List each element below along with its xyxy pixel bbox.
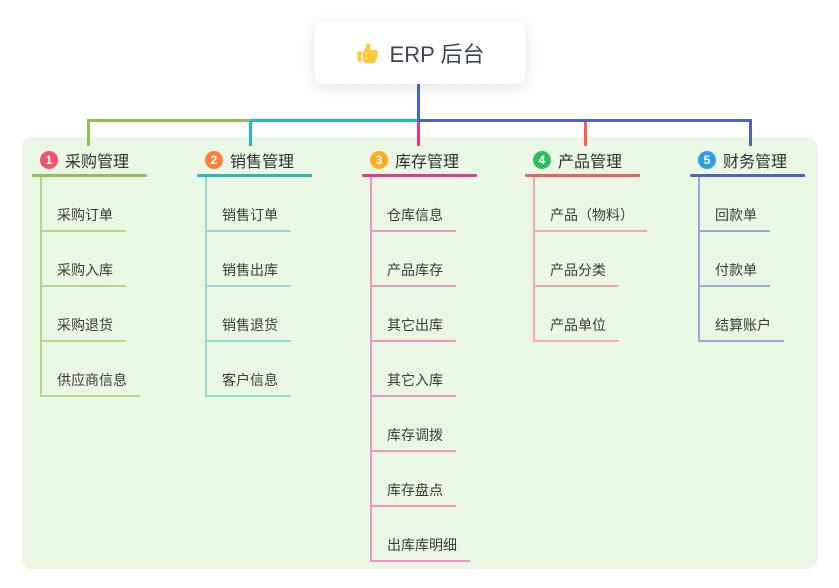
child-node[interactable]: 库存调拨 <box>372 425 456 452</box>
branch-underline <box>197 174 312 177</box>
connector-root-stem <box>417 84 420 121</box>
branch-underline <box>690 174 805 177</box>
thumbs-up-icon <box>356 41 380 65</box>
child-node[interactable]: 其它入库 <box>372 370 456 397</box>
branch-label: 销售管理 <box>230 154 295 171</box>
branch-finance: 5 财务管理 回款单 付款单 结算账户 <box>690 146 805 342</box>
connector-drop-branch-1 <box>87 119 90 146</box>
branch-number-badge: 1 <box>40 151 58 169</box>
branch-number-badge: 2 <box>205 151 223 169</box>
branch-label: 产品管理 <box>558 154 623 171</box>
branch-children: 采购订单 采购入库 采购退货 供应商信息 <box>40 177 147 397</box>
child-node[interactable]: 其它出库 <box>372 315 456 342</box>
child-node[interactable]: 仓库信息 <box>372 205 456 232</box>
connector-horizontal-blue <box>417 119 752 122</box>
branch-product: 4 产品管理 产品（物料） 产品分类 产品单位 <box>525 146 647 342</box>
branch-node-finance[interactable]: 5 财务管理 <box>690 146 805 174</box>
child-node[interactable]: 回款单 <box>700 205 770 232</box>
child-node[interactable]: 产品分类 <box>535 260 619 287</box>
branch-label: 采购管理 <box>65 154 130 171</box>
child-node[interactable]: 采购入库 <box>42 260 126 287</box>
connector-drop-branch-2 <box>249 122 252 146</box>
connector-drop-branch-4 <box>584 122 587 146</box>
child-node[interactable]: 结算账户 <box>700 315 784 342</box>
branch-number-badge: 3 <box>370 151 388 169</box>
branch-number-badge: 5 <box>698 151 716 169</box>
connector-drop-branch-3 <box>417 122 420 146</box>
root-node[interactable]: ERP 后台 <box>315 22 525 84</box>
child-node[interactable]: 销售订单 <box>207 205 291 232</box>
child-node[interactable]: 付款单 <box>700 260 770 287</box>
branch-children: 产品（物料） 产品分类 产品单位 <box>533 177 647 342</box>
branch-children: 销售订单 销售出库 销售退货 客户信息 <box>205 177 312 397</box>
branch-underline <box>32 174 147 177</box>
branch-number-badge: 4 <box>533 151 551 169</box>
connector-horizontal-green <box>87 119 251 122</box>
child-node[interactable]: 出库库明细 <box>372 535 470 562</box>
branch-sales: 2 销售管理 销售订单 销售出库 销售退货 客户信息 <box>197 146 312 397</box>
branch-purchase: 1 采购管理 采购订单 采购入库 采购退货 供应商信息 <box>32 146 147 397</box>
child-node[interactable]: 产品单位 <box>535 315 619 342</box>
branch-inventory: 3 库存管理 仓库信息 产品库存 其它出库 其它入库 库存调拨 库存盘点 出库库… <box>362 146 477 562</box>
child-node[interactable]: 销售出库 <box>207 260 291 287</box>
branch-node-inventory[interactable]: 3 库存管理 <box>362 146 477 174</box>
branch-node-purchase[interactable]: 1 采购管理 <box>32 146 147 174</box>
child-node[interactable]: 产品（物料） <box>535 205 647 232</box>
child-node[interactable]: 产品库存 <box>372 260 456 287</box>
branch-children: 回款单 付款单 结算账户 <box>698 177 805 342</box>
child-node[interactable]: 库存盘点 <box>372 480 456 507</box>
mindmap-background-panel <box>22 137 817 569</box>
branch-node-product[interactable]: 4 产品管理 <box>525 146 647 174</box>
branch-label: 库存管理 <box>395 154 460 171</box>
child-node[interactable]: 采购订单 <box>42 205 126 232</box>
child-node[interactable]: 采购退货 <box>42 315 126 342</box>
connector-drop-branch-5 <box>749 119 752 146</box>
root-title: ERP 后台 <box>389 42 485 67</box>
branch-underline <box>525 174 640 177</box>
child-node[interactable]: 销售退货 <box>207 315 291 342</box>
branch-children: 仓库信息 产品库存 其它出库 其它入库 库存调拨 库存盘点 出库库明细 <box>370 177 477 562</box>
branch-label: 财务管理 <box>723 154 788 171</box>
branch-node-sales[interactable]: 2 销售管理 <box>197 146 312 174</box>
child-node[interactable]: 客户信息 <box>207 370 291 397</box>
branch-underline <box>362 174 477 177</box>
child-node[interactable]: 供应商信息 <box>42 370 140 397</box>
connector-horizontal-teal <box>250 119 418 122</box>
